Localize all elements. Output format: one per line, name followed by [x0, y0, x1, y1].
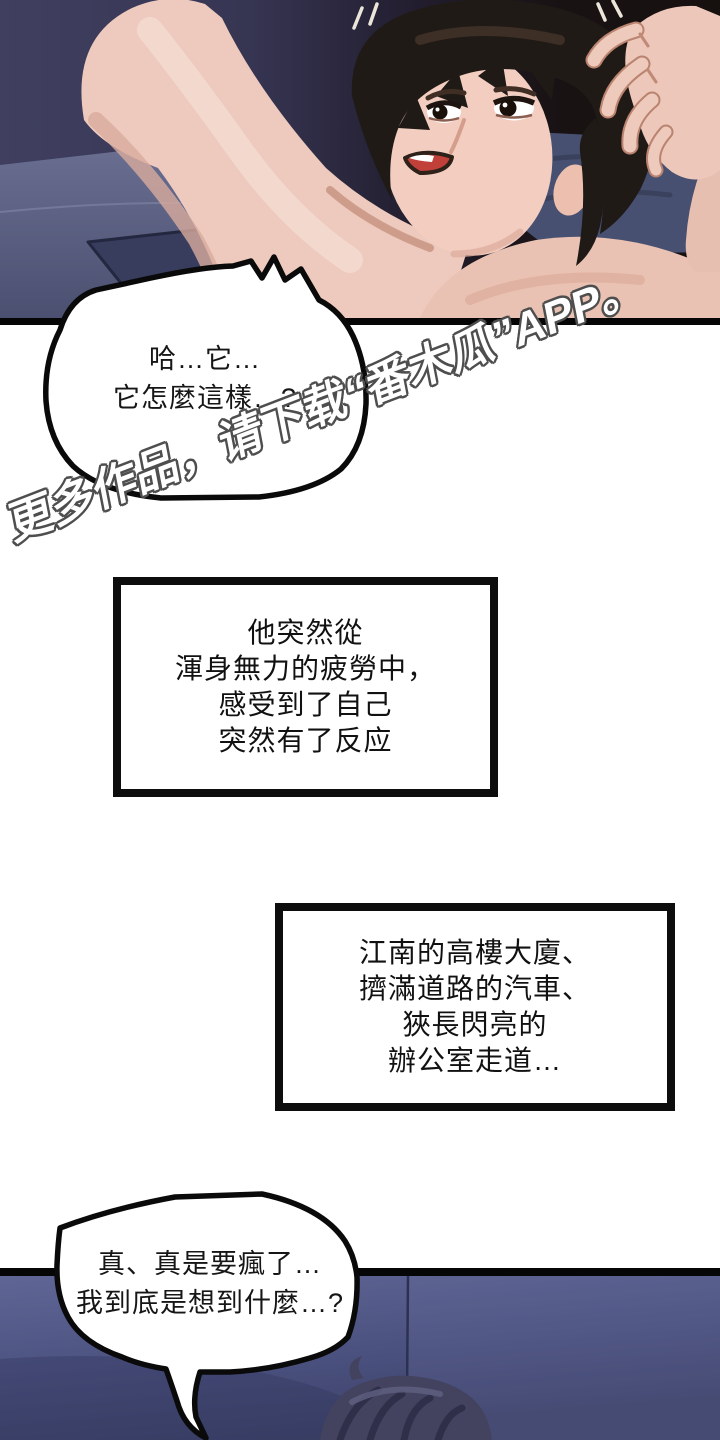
- hair: [351, 0, 655, 234]
- narration-line: 渾身無力的疲勞中，: [174, 653, 436, 684]
- bubble-1-outline: [43, 254, 369, 501]
- speech-line: 真、真是要瘋了…: [98, 1249, 322, 1279]
- speech-text-1: 哈…它… 它怎麼這樣…?: [50, 340, 360, 418]
- narration-line: 突然有了反应: [218, 725, 393, 756]
- nose: [449, 118, 466, 154]
- wall-corner-line: [405, 1276, 410, 1395]
- wall-shadow: [0, 1356, 398, 1440]
- narration-line: 狹長閃亮的: [402, 1009, 548, 1040]
- narration-box-1: 他突然從 渾身無力的疲勞中， 感受到了自己 突然有了反应: [113, 577, 498, 797]
- speech-bubble-2: 真、真是要瘋了… 我到底是想到什麼…?: [30, 1185, 375, 1440]
- jaw-shadow: [450, 228, 524, 258]
- character-head-top: [320, 1356, 492, 1440]
- open-mouth: [403, 150, 454, 175]
- hair-bangs: [398, 58, 556, 130]
- narration-line: 擠滿道路的汽車、: [358, 973, 591, 1004]
- ear: [553, 164, 591, 216]
- character-head: [351, 0, 655, 266]
- hair-highlight: [415, 26, 565, 45]
- speech-text-2: 真、真是要瘋了… 我到底是想到什麼…?: [50, 1245, 370, 1323]
- speech-line: 我到底是想到什麼…?: [75, 1288, 345, 1318]
- chest: [420, 130, 720, 318]
- hair-tuft: [349, 1356, 364, 1380]
- narration-line: 辦公室走道…: [387, 1045, 562, 1076]
- speech-line: 哈…它…: [149, 344, 261, 374]
- eyebrows: [425, 86, 537, 101]
- bubble-2-outline: [54, 1191, 360, 1440]
- speech-line: 它怎麼這樣…?: [112, 383, 298, 413]
- eyes: [425, 95, 536, 123]
- surprise-marks: [352, 0, 623, 30]
- narration-line: 江南的高樓大廈、: [358, 937, 591, 968]
- right-hand: [585, 5, 720, 180]
- bedroom-scene-illustration: [0, 0, 720, 318]
- speech-bubble-1: 哈…它… 它怎麼這樣…?: [30, 240, 380, 510]
- panel-top-bedroom: [0, 0, 720, 325]
- narration-line: 他突然從: [247, 617, 364, 648]
- narration-line: 感受到了自己: [218, 689, 393, 720]
- hair-strand: [576, 118, 606, 266]
- narration-box-2: 江南的高樓大廈、 擠滿道路的汽車、 狹長閃亮的 辦公室走道…: [275, 903, 675, 1111]
